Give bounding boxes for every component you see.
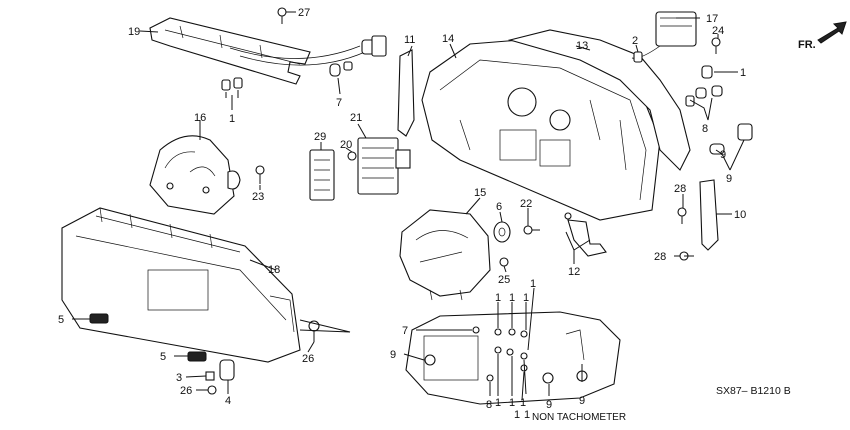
callout-1-right: 1 bbox=[740, 67, 746, 79]
callout-20: 20 bbox=[340, 139, 352, 151]
part-8-bulbs-right bbox=[685, 95, 695, 107]
part-9-bulb-sockets-right bbox=[709, 123, 753, 155]
callout-9: 9 bbox=[726, 173, 732, 185]
part-19-wire-harness-bracket bbox=[149, 17, 387, 85]
callout-1-bottom-a: 1 bbox=[495, 397, 501, 409]
part-17-tachometer-module bbox=[631, 11, 697, 59]
callout-27: 27 bbox=[298, 7, 310, 19]
diagram-code: SX87– B1210 B bbox=[716, 385, 791, 397]
part-28-screws bbox=[677, 207, 694, 261]
part-14-meter-housing bbox=[421, 39, 661, 221]
part-13-printed-circuit bbox=[507, 29, 691, 171]
part-12-sensor-bracket bbox=[564, 212, 607, 257]
part-1-bulb-sockets-left bbox=[221, 77, 243, 91]
callout-25: 25 bbox=[498, 274, 510, 286]
callout-29: 29 bbox=[314, 131, 326, 143]
part-22-screw bbox=[523, 225, 540, 235]
part-3-screw bbox=[205, 371, 215, 381]
callout-26: 26 bbox=[180, 385, 192, 397]
callout-8: 8 bbox=[702, 123, 708, 135]
callout-7-lower: 7 bbox=[402, 325, 408, 337]
callout-3: 3 bbox=[176, 372, 182, 384]
callout-1-top-c: 1 bbox=[523, 292, 529, 304]
callout-16: 16 bbox=[194, 112, 206, 124]
callout-1-bottom-b: 1 bbox=[509, 397, 515, 409]
callout-19: 19 bbox=[128, 26, 140, 38]
non-tachometer-printed-circuit bbox=[405, 311, 621, 405]
part-16-fuel-temp-gauge bbox=[149, 135, 241, 215]
callout-5: 5 bbox=[58, 314, 64, 326]
part-1-bulb-sockets-right bbox=[695, 65, 723, 99]
callout-28: 28 bbox=[674, 183, 686, 195]
callout-24: 24 bbox=[712, 25, 724, 37]
part-15-speedometer bbox=[399, 209, 491, 301]
callout-5-lower: 5 bbox=[160, 351, 166, 363]
callout-1-top-a: 1 bbox=[495, 292, 501, 304]
part-27-screw bbox=[277, 7, 287, 24]
part-2-bulb bbox=[633, 51, 643, 63]
callout-9-bottom-b: 9 bbox=[579, 395, 585, 407]
callout-7: 7 bbox=[336, 97, 342, 109]
callout-1-top-d: 1 bbox=[530, 278, 536, 290]
callout-1: 1 bbox=[229, 113, 235, 125]
callout-9-bottom-a: 9 bbox=[546, 399, 552, 411]
part-21-connector-block bbox=[357, 137, 411, 195]
callout-26-right: 26 bbox=[302, 353, 314, 365]
front-arrow-label: FR. bbox=[798, 39, 816, 51]
part-23-screw bbox=[255, 165, 265, 184]
leader-lines bbox=[72, 11, 745, 401]
part-25-screw bbox=[499, 257, 509, 267]
part-20-bulb bbox=[347, 151, 357, 161]
callout-18: 18 bbox=[268, 264, 280, 276]
part-24-screw bbox=[711, 37, 721, 54]
callout-2: 2 bbox=[632, 35, 638, 47]
callout-21: 21 bbox=[350, 112, 362, 124]
part-29-connector bbox=[309, 149, 335, 201]
part-18-meter-case-visor bbox=[61, 207, 301, 363]
callout-8-lower: 8 bbox=[486, 399, 492, 411]
callout-1-bottom-c: 1 bbox=[520, 397, 526, 409]
callout-4: 4 bbox=[225, 395, 231, 407]
part-4-spring bbox=[219, 359, 235, 381]
callout-10: 10 bbox=[734, 209, 746, 221]
part-11-bracket bbox=[397, 49, 415, 137]
callout-23: 23 bbox=[252, 191, 264, 203]
callout-14: 14 bbox=[442, 33, 454, 45]
callout-13: 13 bbox=[576, 40, 588, 52]
callout-1-top-b: 1 bbox=[509, 292, 515, 304]
callout-1-bottom-d: 1 bbox=[514, 409, 520, 421]
callout-15: 15 bbox=[474, 187, 486, 199]
part-10-bracket bbox=[699, 179, 719, 251]
callout-28-lower: 28 bbox=[654, 251, 666, 263]
callout-17: 17 bbox=[706, 13, 718, 25]
non-tachometer-label: NON TACHOMETER bbox=[532, 412, 626, 423]
callout-11: 11 bbox=[404, 34, 415, 46]
callout-12: 12 bbox=[568, 266, 580, 278]
callout-6: 6 bbox=[496, 201, 502, 213]
callout-22: 22 bbox=[520, 198, 532, 210]
callout-numbers: 19 27 1 7 16 23 29 21 20 11 14 13 2 17 2… bbox=[58, 7, 746, 421]
callout-9-right-lower: 9 bbox=[720, 149, 726, 161]
front-direction-arrow bbox=[817, 21, 847, 44]
callout-1-bottom-e: 1 bbox=[524, 409, 530, 421]
part-6-washer bbox=[493, 221, 511, 243]
part-7-bulb-caps bbox=[329, 61, 353, 77]
callout-9-left: 9 bbox=[390, 349, 396, 361]
